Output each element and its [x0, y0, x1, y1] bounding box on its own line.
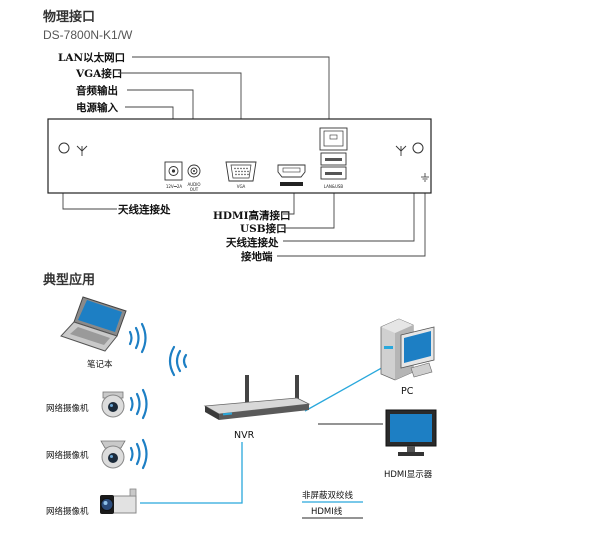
camera-2-label: 网络摄像机: [46, 451, 89, 461]
antenna-icon-right: [395, 145, 407, 156]
antenna-connector-right: [412, 142, 424, 154]
pc-icon: [380, 318, 435, 381]
panel-label-audio-1: AUDIO: [187, 182, 201, 187]
panel-label-power: 12V⎓2A: [165, 184, 183, 189]
wifi-icon-laptop: [128, 322, 147, 354]
label-vga-port: VGA接口: [76, 68, 123, 80]
wifi-icon-camera-1: [129, 388, 148, 420]
nvr-label: NVR: [234, 430, 255, 441]
legend-hdmi-cable: HDMI线: [311, 507, 343, 517]
ground-symbol-icon: [421, 173, 429, 182]
legend-network-cable: 非屏蔽双绞线: [302, 491, 354, 501]
model-number: DS-7800N-K1/W: [43, 28, 133, 42]
label-ground-terminal: 接地端: [241, 251, 273, 263]
panel-label-audio-2: OUT: [189, 187, 199, 192]
antenna-connector-left: [58, 142, 70, 154]
box-camera-3-icon: [100, 488, 137, 514]
dome-camera-2-icon: [100, 440, 126, 469]
hdmi-monitor-icon: [385, 409, 437, 456]
section-title-application: 典型应用: [43, 273, 96, 288]
label-usb-port: USB接口: [240, 223, 287, 235]
laptop-icon: [60, 296, 127, 352]
label-lan-port: LAN以太网口: [58, 52, 126, 64]
lan-port: [319, 127, 348, 151]
wifi-icon-nvr: [168, 345, 188, 377]
label-antenna-left: 天线连接处: [118, 204, 171, 216]
vga-port: [225, 161, 257, 182]
label-audio-port: 音频输出: [76, 85, 118, 97]
monitor-label: HDMI显示器: [384, 470, 433, 480]
wifi-icon-camera-2: [129, 438, 148, 470]
label-antenna-right: 天线连接处: [226, 237, 279, 249]
dome-camera-1-icon: [101, 391, 125, 418]
usb-port-top: [320, 152, 347, 166]
usb-port-bottom: [320, 166, 347, 180]
hdmi-logo: [280, 182, 303, 186]
camera-3-label: 网络摄像机: [46, 507, 89, 517]
hdmi-port: [277, 164, 306, 186]
pc-label: PC: [401, 386, 414, 397]
panel-label-vga: VGA: [236, 184, 246, 189]
label-power-port: 电源输入: [76, 102, 118, 114]
panel-label-lan-usb: LAN&USB: [323, 184, 344, 189]
label-hdmi-port: HDMI高清接口: [213, 210, 291, 222]
antenna-icon-left: [76, 145, 88, 156]
laptop-label: 笔记本: [87, 360, 113, 370]
network-cable-lines: [140, 364, 388, 504]
section-title-interfaces: 物理接口: [43, 10, 96, 25]
nvr-device-icon: [203, 375, 311, 420]
camera-1-label: 网络摄像机: [46, 404, 89, 414]
